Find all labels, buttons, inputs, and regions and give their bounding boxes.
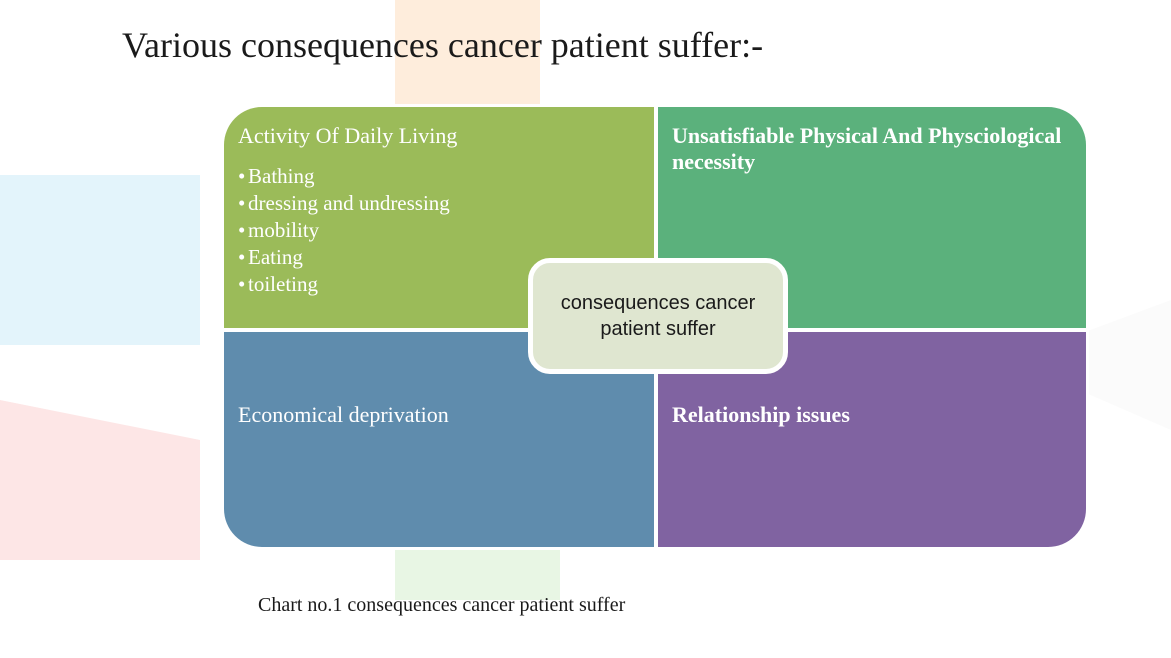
list-item: •mobility <box>238 218 320 242</box>
figure-caption: Chart no.1 consequences cancer patient s… <box>258 594 626 616</box>
quadrant-title-activity: Activity Of Daily Living <box>238 123 458 148</box>
list-item: •Bathing <box>238 164 315 188</box>
page-heading: Various consequences cancer patient suff… <box>122 25 764 65</box>
center-label-box: consequences cancer patient suffer <box>528 258 788 374</box>
list-item: •Eating <box>238 245 303 269</box>
quadrant-physical-necessity: Unsatisfiable Physical And Physciologica… <box>658 107 1086 328</box>
quadrant-title-relationship: Relationship issues <box>672 402 850 427</box>
list-item: •toileting <box>238 272 318 296</box>
quadrant-title-economical: Economical deprivation <box>238 402 449 427</box>
list-item: •dressing and undressing <box>238 191 450 215</box>
quadrant-title-physical: Unsatisfiable Physical And Physciologica… <box>672 123 1062 174</box>
daily-living-list: •Bathing •dressing and undressing •mobil… <box>238 163 450 298</box>
